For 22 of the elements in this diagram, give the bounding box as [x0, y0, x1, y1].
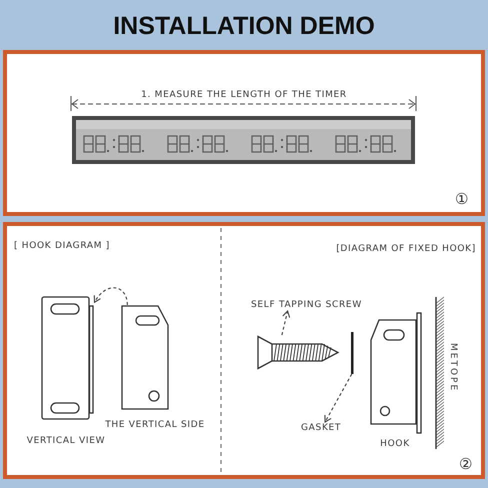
caption-text: HOOK — [380, 438, 410, 450]
hook-drawing — [370, 312, 422, 434]
part-label: SELF TAPPING SCREW — [251, 299, 362, 311]
hook-front-drawing — [41, 296, 94, 421]
leader-line — [324, 374, 352, 423]
step-number: ① — [455, 190, 468, 208]
leader-line — [281, 310, 290, 336]
caption-text: THE VERTICAL SIDE — [105, 419, 205, 431]
dimension-label: 1. MEASURE THE LENGTH OF THE TIMER — [141, 89, 347, 101]
curved-arrow — [94, 287, 128, 306]
wall-drawing — [435, 296, 445, 450]
part-label: GASKET — [301, 422, 342, 434]
title-text: INSTALLATION DEMO — [113, 11, 375, 41]
caption-text: VERTICAL VIEW — [26, 435, 106, 447]
step-number: ② — [459, 455, 472, 473]
gasket-drawing — [350, 332, 353, 374]
caption-text: METOPE — [447, 343, 459, 392]
step-panel — [3, 222, 485, 479]
section-heading: [DIAGRAM OF FIXED HOOK] — [336, 243, 476, 255]
hook-side-drawing — [121, 305, 170, 411]
screw-drawing — [257, 335, 340, 370]
section-heading: [ HOOK DIAGRAM ] — [14, 240, 110, 252]
